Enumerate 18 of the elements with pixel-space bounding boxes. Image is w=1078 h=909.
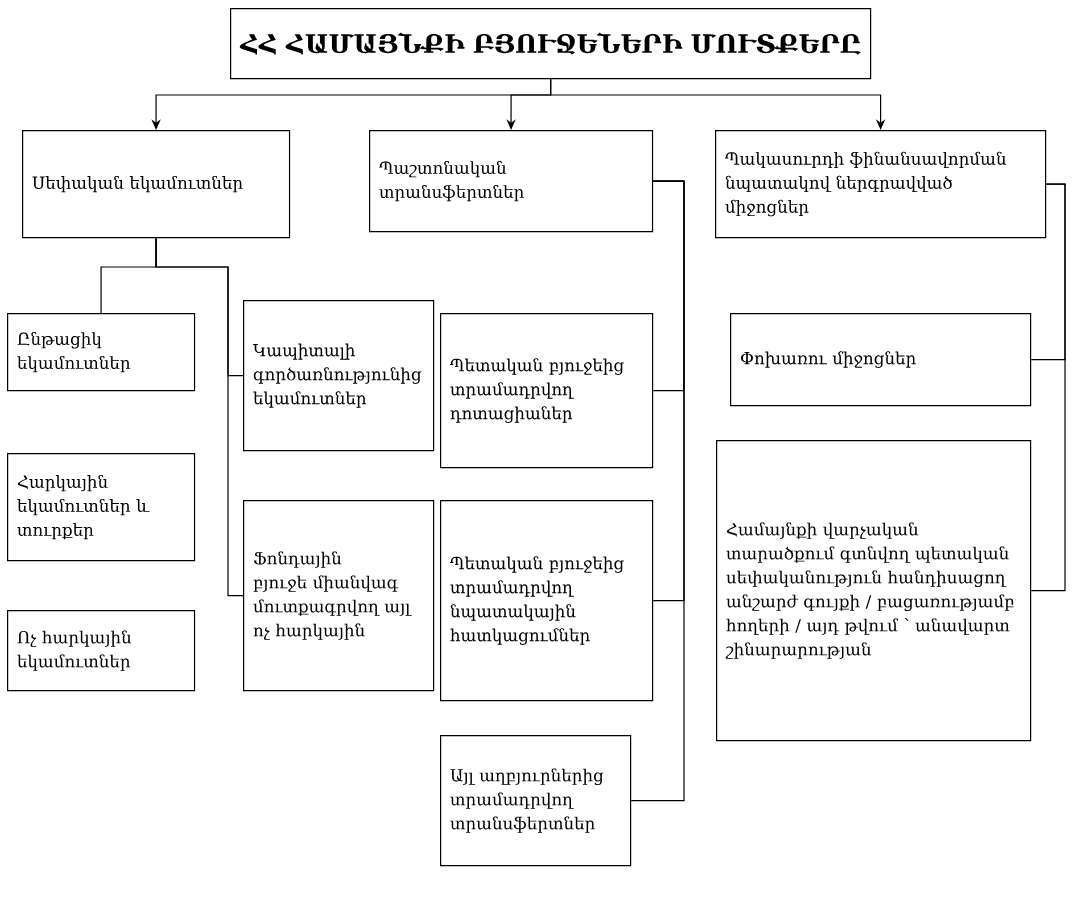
category-box: Ոչ հարկային եկամուտներ <box>7 610 196 692</box>
category-box: Համայնքի վարչական տարածքում գտնվող պետական սեփականություն հանդիսացող անշարժ գույքի / բացառությամբ հողերի / այդ թվում ՝ անավարտ շինարարության <box>716 440 1032 742</box>
category-box: Պետական բյուջեից տրամադրվող դոտացիաներ <box>440 313 654 469</box>
category-box: Այլ աղբյուրներից տրամադրվող տրանսֆերտներ <box>440 735 632 867</box>
category-box: Հարկային եկամուտներ և տուրքեր <box>7 453 196 562</box>
category-box: Ընթացիկ եկամուտներ <box>7 313 196 392</box>
category-box: Պակասուրդի ֆինանսավորման նպատակով ներգրավված միջոցներ <box>715 130 1047 239</box>
category-box: Պետական բյուջեից տրամադրվող նպատակային հատկացումներ <box>440 500 654 702</box>
connector <box>1030 183 1066 592</box>
category-box: Կապիտալի գործառնությունից եկամուտներ <box>243 300 435 452</box>
connector <box>550 78 886 130</box>
category-box: Փոխառու միջոցներ <box>730 313 1032 407</box>
category-box: Ֆոնդային բյուջե միանվագ մուտքագրվող այլ ոչ հարկային <box>243 500 435 692</box>
connector <box>155 237 244 597</box>
title-box: ՀՀ ՀԱՄԱՅՆՔԻ ԲՅՈՒՋԵՆԵՐԻ ՄՈՒՏՔԵՐԸ <box>230 8 872 80</box>
category-box: Սեփական եկամուտներ <box>22 130 291 239</box>
connector <box>630 180 685 802</box>
category-box: Պաշտոնական տրանսֆերտներ <box>369 130 654 233</box>
